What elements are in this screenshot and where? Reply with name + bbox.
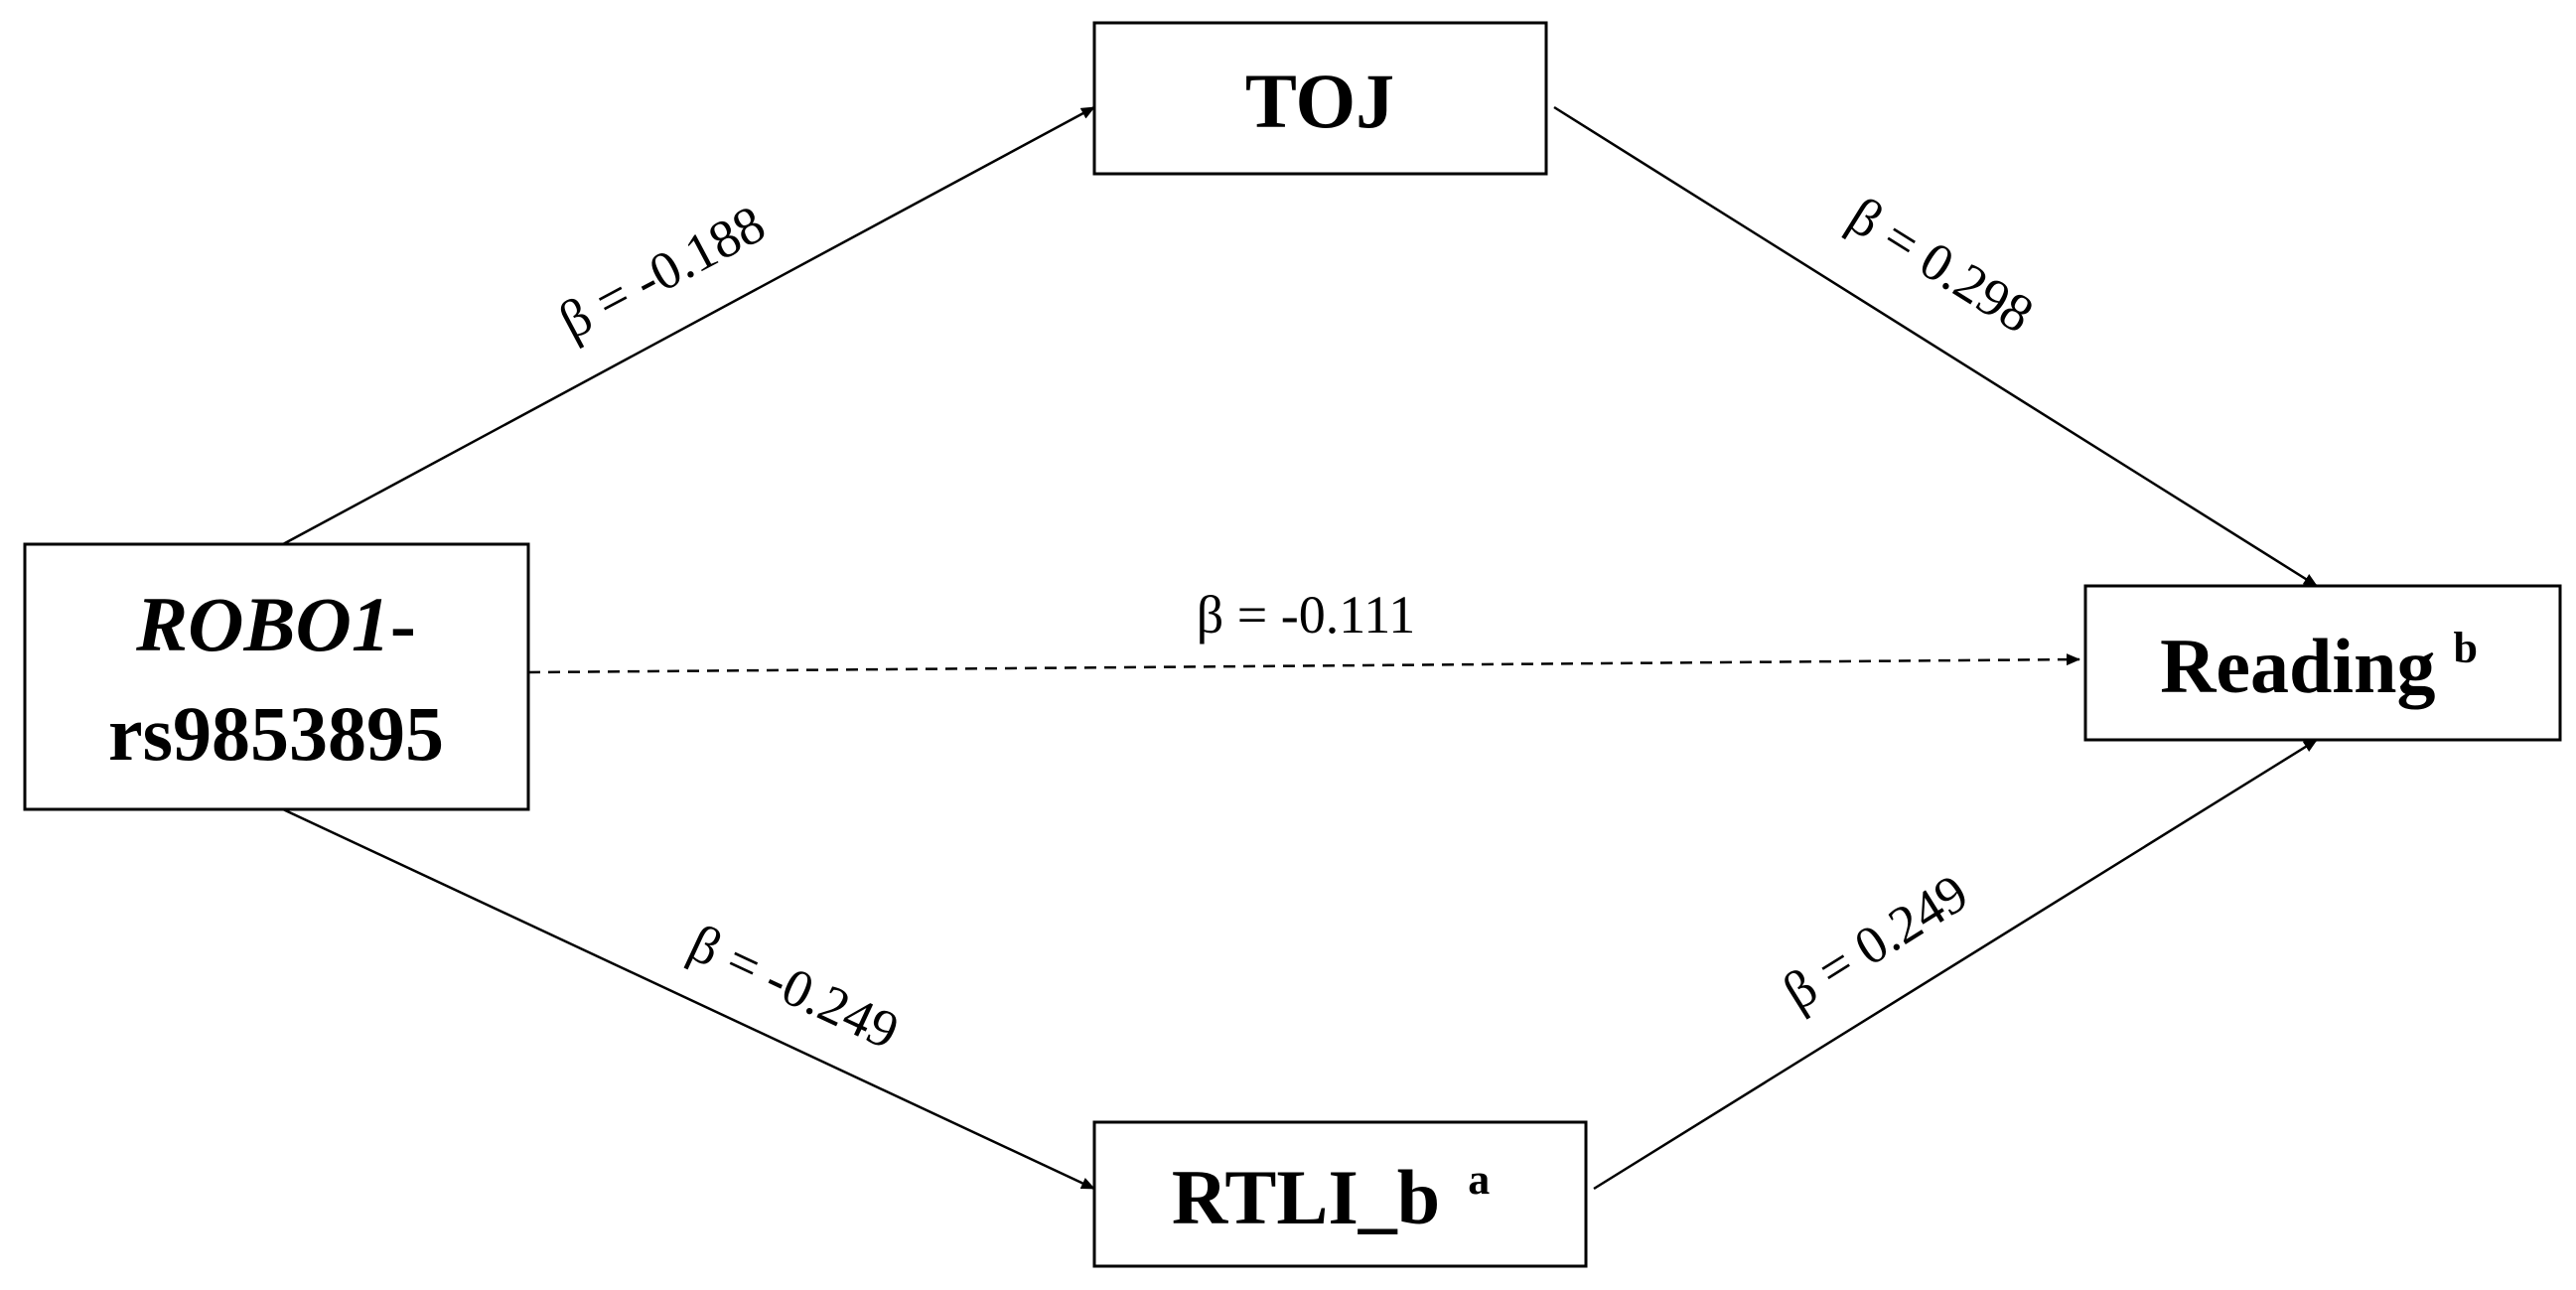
node-box-mediator-top [1092, 21, 1548, 176]
outcome-label-line: Reading b [2160, 623, 2478, 709]
beta-predictor-to-top: β = -0.188 [549, 194, 774, 351]
beta-predictor-to-outcome: β = -0.111 [1197, 585, 1415, 645]
predictor-label-line1: ROBO1- [135, 581, 416, 667]
mediator-bottom-label: RTLI_b [1172, 1154, 1440, 1240]
beta-top-to-outcome: β = 0.298 [1838, 186, 2044, 345]
mediator-top-label: TOJ [1245, 58, 1394, 144]
node-box-predictor [23, 542, 530, 811]
predictor-gene: ROBO1 [135, 581, 390, 667]
mediator-bottom-superscript: a [1468, 1155, 1490, 1204]
beta-bottom-to-outcome: β = 0.249 [1773, 863, 1978, 1022]
node-box-mediator-bottom [1092, 1120, 1588, 1268]
beta-predictor-to-bottom: β = -0.249 [680, 913, 908, 1061]
path-bottom-to-outcome [1593, 738, 2318, 1191]
path-top-to-outcome [1553, 105, 2318, 588]
outcome-superscript: b [2453, 624, 2477, 672]
path-predictor-to-outcome [527, 653, 2080, 674]
mediator-bottom-label-line: RTLI_b a [1172, 1154, 1490, 1240]
predictor-snp: rs9853895 [108, 690, 444, 777]
outcome-label: Reading [2160, 623, 2435, 709]
path-predictor-to-bottom [282, 807, 1095, 1191]
node-box-outcome [2083, 584, 2562, 742]
predictor-hyphen: - [390, 581, 416, 667]
path-predictor-to-top [282, 105, 1095, 546]
